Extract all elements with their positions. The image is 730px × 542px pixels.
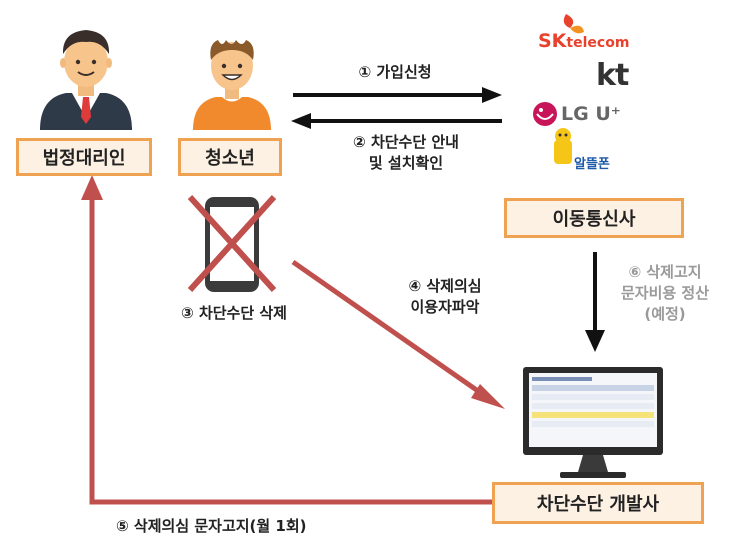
step4-label: ④ 삭제의심 이용자파악 <box>380 276 510 318</box>
guardian-person-icon <box>40 30 132 130</box>
arrow-step4 <box>291 259 490 401</box>
youth-box: 청소년 <box>178 138 282 176</box>
step2-line2: 및 설치확인 <box>368 154 444 172</box>
monitor-icon <box>523 367 663 478</box>
step6-line1: ⑥ 삭제고지 <box>628 263 702 281</box>
phone-deleted-icon <box>187 194 277 293</box>
lgu-logo: LG U⁺ <box>561 103 621 125</box>
step2-label: ② 차단수단 안내 및 설치확인 <box>316 132 496 174</box>
mvno-logo: 알뜰폰 <box>574 157 610 172</box>
lgu-logo-icon <box>533 102 557 126</box>
step2-line1: ② 차단수단 안내 <box>353 133 459 151</box>
carrier-box: 이동통신사 <box>504 198 684 238</box>
step4-line1: ④ 삭제의심 <box>408 277 482 295</box>
youth-person-icon <box>193 40 271 130</box>
step6-line2: 문자비용 정산 <box>620 284 710 302</box>
developer-box: 차단수단 개발사 <box>492 482 704 524</box>
guardian-box: 법정대리인 <box>16 138 152 176</box>
step5-label: ⑤ 삭제의심 문자고지(월 1회) <box>116 517 307 535</box>
sk-logo-icon <box>563 14 584 34</box>
step6-label: ⑥ 삭제고지 문자비용 정산 (예정) <box>605 262 725 325</box>
step6-line3: (예정) <box>644 305 686 323</box>
mvno-character-icon <box>554 128 572 164</box>
sk-telecom-logo: SKtelecom <box>538 30 630 52</box>
kt-logo: kt <box>596 58 629 93</box>
step4-line2: 이용자파악 <box>410 298 480 316</box>
step1-label: ① 가입신청 <box>358 63 432 81</box>
arrow-step5 <box>89 196 492 505</box>
step3-label: ③ 차단수단 삭제 <box>181 304 287 322</box>
